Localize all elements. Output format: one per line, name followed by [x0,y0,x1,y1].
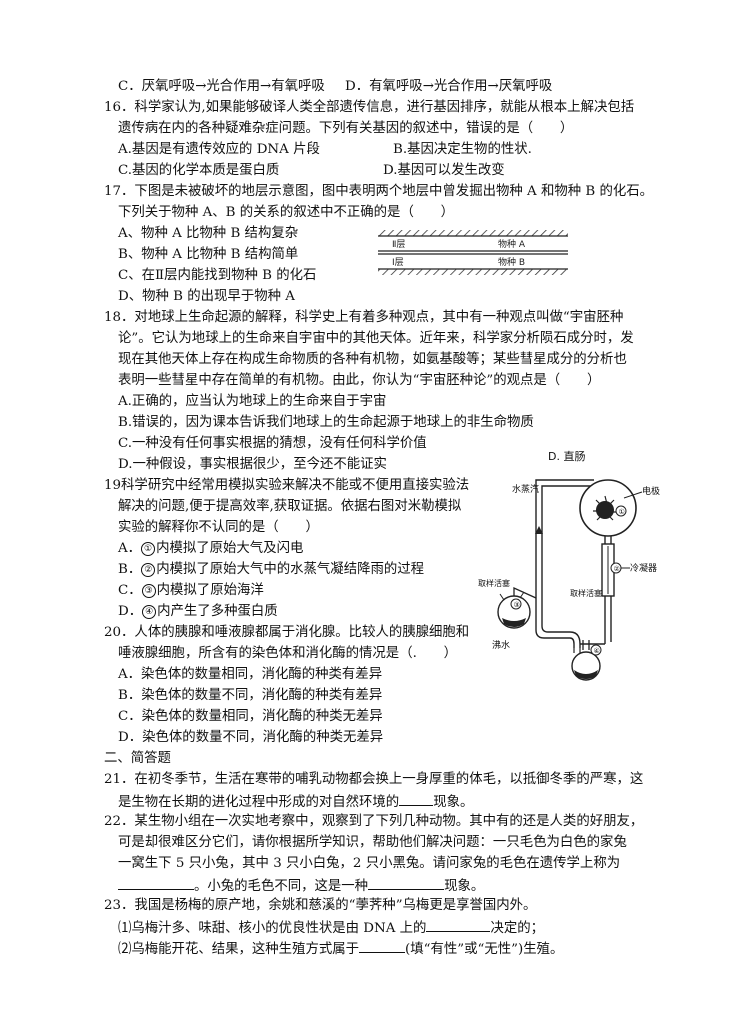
q16-option-b: B.基因决定生物的性状. [393,142,532,157]
q21-line1: 21．在初冬季节，生活在寒带的哺乳动物都会换上一身厚重的体毛，以抵御冬季的严寒，… [104,772,644,787]
q17-option-b: B、物种 A 比物种 B 结构简单 [118,247,299,262]
species-a-label: 物种 A [498,238,526,250]
q23-blank-1[interactable] [426,917,491,932]
layer-1-label: Ⅰ层 [392,257,404,268]
spark-icon [596,501,614,519]
q19-stem-line2: 解决的问题,便于提高效率,获取证据。依据右图对米勒模拟 [118,499,462,514]
q20-option-b: B．染色体的数量不同，消化酶的种类有差异 [118,688,383,703]
apparatus-header: D. 直肠 [548,449,585,463]
q18-option-a: A.正确的，应当认为地球上的生命来自于宇宙 [118,394,387,409]
stratum-diagram: Ⅱ层 Ⅰ层 物种 A 物种 B [378,230,568,275]
q19-stem-line1: 19科学研究中经常用模拟实验来解决不能或不便用直接实验法 [104,478,470,493]
species-b-label: 物种 B [498,256,525,268]
electrode-label: 电极 [642,485,660,497]
q16-option-a: A.基因是有遗传效应的 DNA 片段 [118,142,320,157]
stratum-top-hatch [378,230,568,236]
flask-number-1: ① [619,508,625,516]
q23-blank-2[interactable] [359,938,406,953]
section-2-heading: 二、简答题 [104,751,171,766]
boiling-water-label: 沸水 [492,639,510,651]
condenser-label: 冷凝器 [630,562,657,574]
miller-apparatus-diagram: D. 直肠 水蒸汽 ① 电极 ② 冷凝器 取样活塞 ③ 取样活塞 沸水 [478,449,660,653]
q22-blank-1[interactable] [118,875,194,890]
q16-stem-line2: 遗传病在内的各种疑难杂症问题。下列有关基因的叙述中，错误的是（ ） [118,121,574,136]
q21-blank[interactable] [399,791,434,806]
q16-stem-line1: 16．科学家认为,如果能够破译人类全部遗传信息，进行基因排序，就能从根本上解决包… [104,100,635,115]
stratum-bottom-hatch [378,269,568,275]
q22-line3: 一窝生下 5 只小兔，其中 3 只小白兔，2 只小黑兔。请问家兔的毛色在遗传学上… [118,856,621,871]
q22-line2: 可是却很难区分它们，请你根据所学知识，帮助他们解决问题：一只毛色为白色的家兔 [118,835,627,850]
q17-stem-line2: 下列关于物种 A、B 的关系的叙述中不正确的是（ ） [118,205,455,220]
q23-line3: ⑵乌梅能开花、结果，这种生殖方式属于(填“有性”或“无性”)生殖。 [118,938,563,960]
q17-option-c: C、在Ⅱ层内能找到物种 B 的化石 [118,268,317,283]
q18-option-b: B.错误的，因为课本告诉我们地球上的生命起源于地球上的非生命物质 [118,415,534,430]
q23-line1: 23．我国是杨梅的原产地，余姚和慈溪的“荸荠种”乌梅更是享誉国内外。 [104,898,537,913]
circled-number-2: ② [141,563,156,577]
q17-stem-line1: 17．下图是未被破坏的地层示意图，图中表明两个地层中曾发掘出物种 A 和物种 B… [104,184,654,199]
q18-option-c: C.一种没有任何事实根据的猜想，没有任何科学价值 [118,436,427,451]
circled-number-1: ① [141,542,156,556]
layer-2-label: Ⅱ层 [392,239,405,250]
q18-stem-line2: 论”。它认为地球上的生命来自宇宙中的其他天体。近年来，科学家分析陨石成分时，发 [118,331,634,346]
condenser-number-2: ② [614,565,620,573]
q21-line2: 是生物在长期的进化过程中形成的对自然环境的现象。 [118,791,473,813]
q20-option-d: D．染色体的数量不同，消化酶的种类无差异 [118,730,384,745]
q15-option-d: D．有氧呼吸→光合作用→厌氧呼吸 [345,79,553,94]
q22-line1: 22．某生物小组在一次实地考察中，观察到了下列几种动物。其中有的还是人类的好朋友… [104,814,644,829]
q18-stem-line4: 表明一些彗星中存在简单的有机物。由此，你认为“宇宙胚种论”的观点是（ ） [118,373,601,388]
q16-option-d: D.基因可以发生改变 [383,163,505,178]
circled-number-4: ④ [142,605,157,619]
q22-blank-2[interactable] [368,875,445,890]
q17-option-d: D、物种 B 的出现早于物种 A [118,289,295,304]
q17-option-a: A、物种 A 比物种 B 结构复杂 [118,226,299,241]
circled-number-3: ③ [141,584,156,598]
steam-label: 水蒸汽 [512,483,539,495]
q20-stem-line2: 唾液腺细胞，所含有的染色体和消化酶的情况是（. ） [118,646,458,661]
q18-option-d: D.一种假设，事实根据很少，至今还不能证实 [118,457,387,472]
q19-stem-line3: 实验的解释你不认同的是（ ） [118,520,319,535]
q15-option-c: C．厌氧呼吸→光合作用→有氧呼吸 [118,79,325,94]
q22-line4: 。小兔的毛色不同，这是一种现象。 [118,875,484,897]
q23-line2: ⑴乌梅汁多、味甜、核小的优良性状是由 DNA 上的决定的； [118,917,544,939]
collection-flask: ④ [571,640,602,681]
q20-option-c: C．染色体的数量相同，消化酶的种类无差异 [118,709,383,724]
valve-left-label: 取样活塞 [478,578,510,588]
q16-option-c: C.基因的化学本质是蛋白质 [118,163,280,178]
q20-stem-line1: 20．人体的胰腺和唾液腺都属于消化腺。比较人的胰腺细胞和 [104,625,470,640]
q18-stem-line3: 现在其他天体上存在构成生命物质的各种有机物，如氨基酸等；某些彗星成分的分析也 [118,352,627,367]
flask-number-3: ③ [514,601,520,609]
flask-number-4: ④ [594,647,600,655]
valve-right-label: 取样活塞 [570,588,602,598]
q18-stem-line1: 18．对地球上生命起源的解释，科学史上有着多种观点，其中有一种观点叫做“宇宙胚种 [104,310,624,325]
q20-option-a: A．染色体的数量相同，消化酶的种类有差异 [118,667,383,682]
